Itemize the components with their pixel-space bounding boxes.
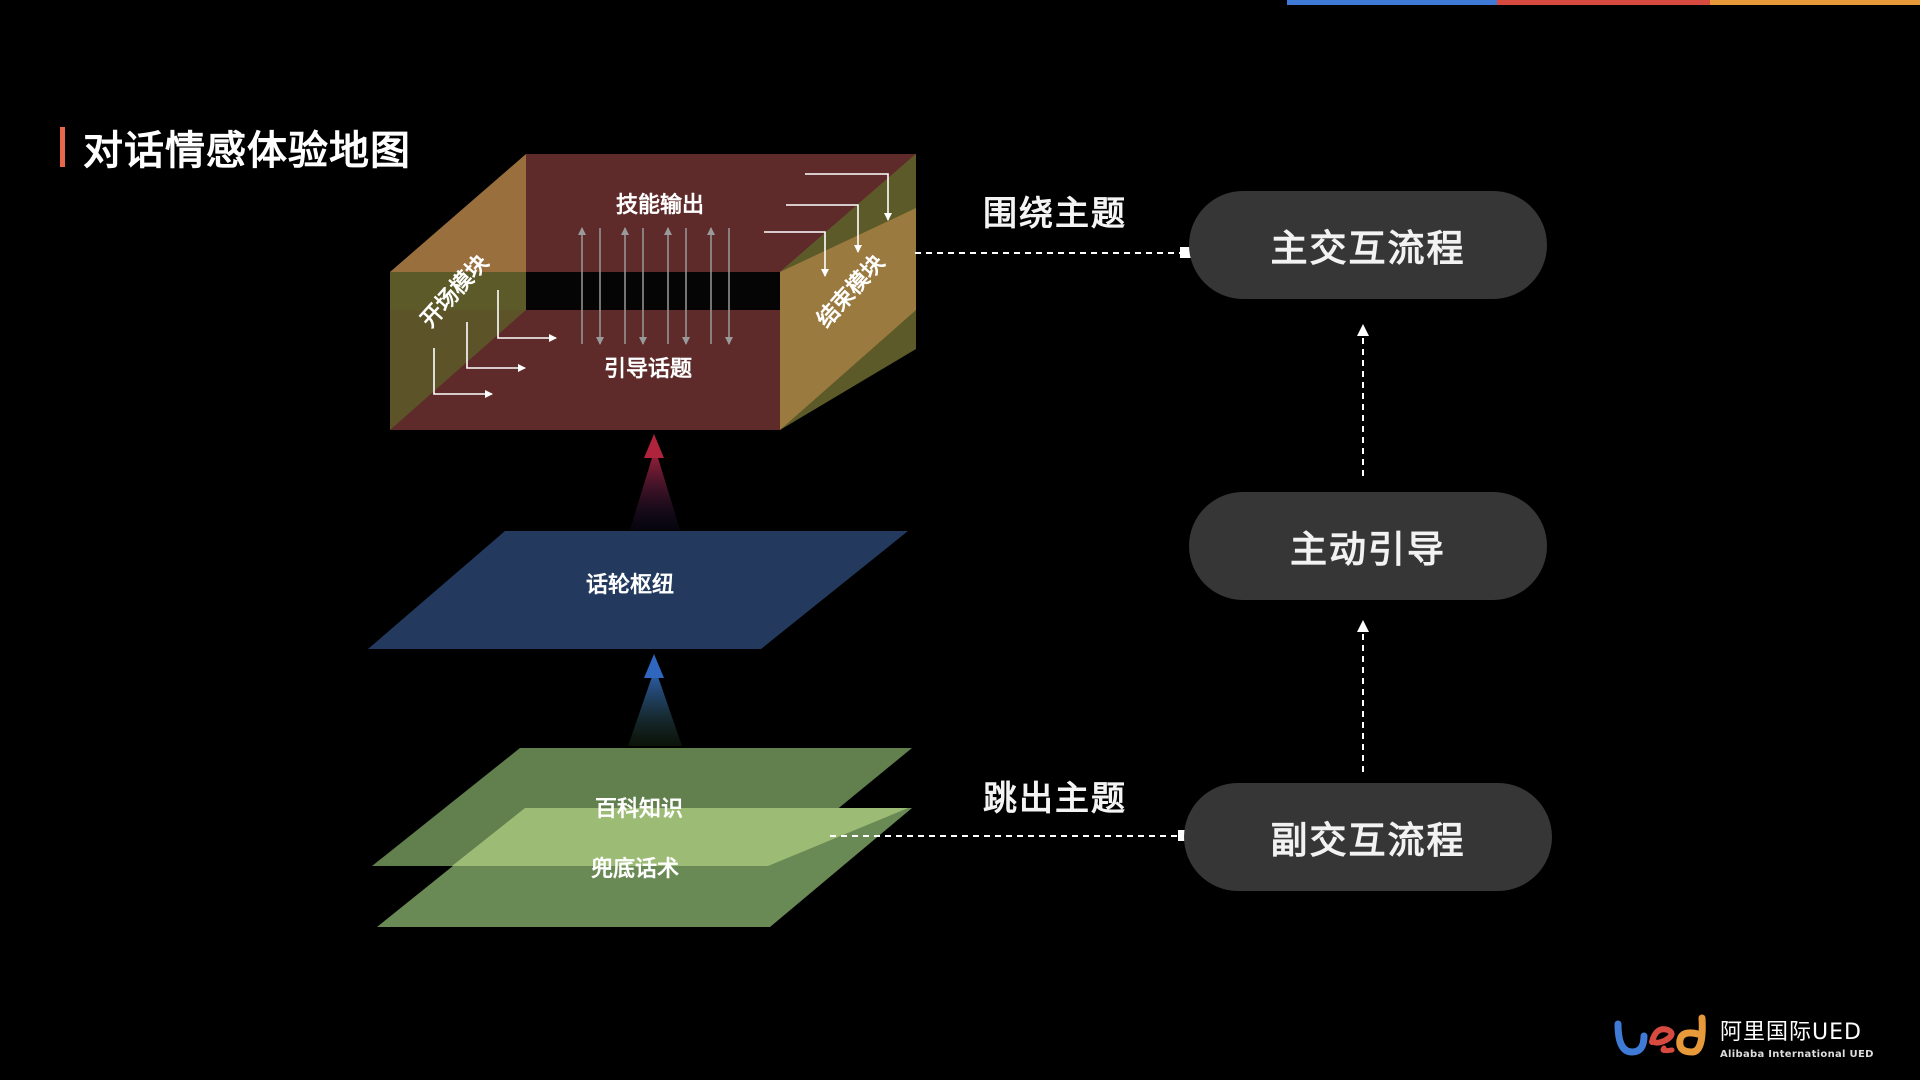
box-bottom-label: 引导话题 — [604, 357, 693, 382]
opening-arrows — [433, 290, 557, 398]
layer-knowledge-label: 百科知识 — [595, 796, 683, 822]
connector-main-end — [1180, 247, 1191, 258]
logo-text-cn: 阿里国际UED — [1720, 1020, 1862, 1045]
ending-arrows — [764, 173, 892, 277]
layer-fallback-label: 兜底话术 — [591, 856, 679, 882]
box-left-face — [390, 272, 526, 430]
sub-flow-pill: 副交互流程 — [1184, 783, 1552, 891]
alibaba-ued-logo — [1614, 1014, 1706, 1056]
top-accent-blue — [1287, 0, 1497, 5]
layer-hub — [368, 531, 908, 649]
logo-text-en: Alibaba International UED — [1720, 1049, 1874, 1060]
box-top-label: 技能输出 — [616, 192, 704, 218]
page-title: 对话情感体验地图 — [83, 128, 411, 174]
layer-overlap — [452, 808, 908, 866]
active-guide-pill: 主动引导 — [1189, 492, 1547, 600]
label-out-of-topic: 跳出主题 — [983, 779, 1127, 819]
layer-hub-label: 话轮枢纽 — [586, 572, 674, 598]
label-around-topic: 围绕主题 — [983, 194, 1127, 234]
arrow-to-hub — [628, 654, 682, 746]
title-area: 对话情感体验地图 — [60, 122, 411, 174]
connector-sub-end — [1178, 830, 1189, 841]
arrow-to-box — [630, 434, 680, 530]
box-slot — [526, 272, 780, 310]
title-accent-bar — [60, 127, 65, 167]
logo-text: 阿里国际UED Alibaba International UED — [1720, 1014, 1874, 1060]
main-flow-pill: 主交互流程 — [1189, 191, 1547, 299]
top-accent-orange — [1710, 0, 1920, 5]
vertical-arrows — [578, 227, 733, 345]
top-accent-red — [1497, 0, 1710, 5]
box-right-face-upper — [780, 154, 916, 272]
